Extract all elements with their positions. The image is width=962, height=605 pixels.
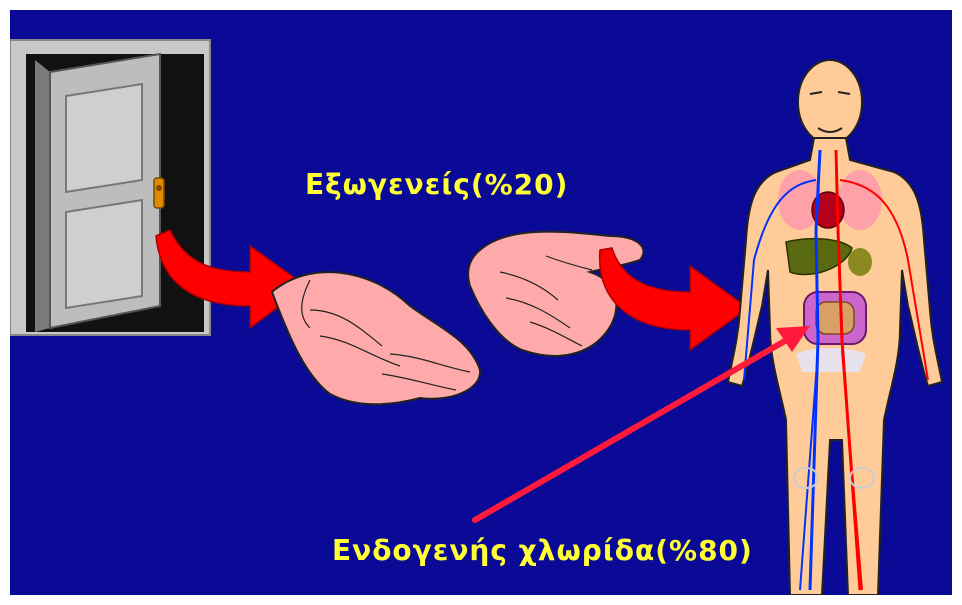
door-icon — [10, 40, 210, 335]
slide-canvas: Εξωγενείς(%20) Ενδογενής χλωρίδα(%80) — [10, 10, 952, 595]
exogenous-label: Εξωγενείς(%20) — [305, 168, 568, 201]
diagram-illustration — [10, 10, 952, 595]
open-hand-icon — [272, 272, 480, 404]
human-body-icon — [728, 60, 942, 595]
pointer-arrow — [475, 326, 810, 520]
endogenous-label: Ενδογενής χλωρίδα(%80) — [332, 534, 753, 567]
